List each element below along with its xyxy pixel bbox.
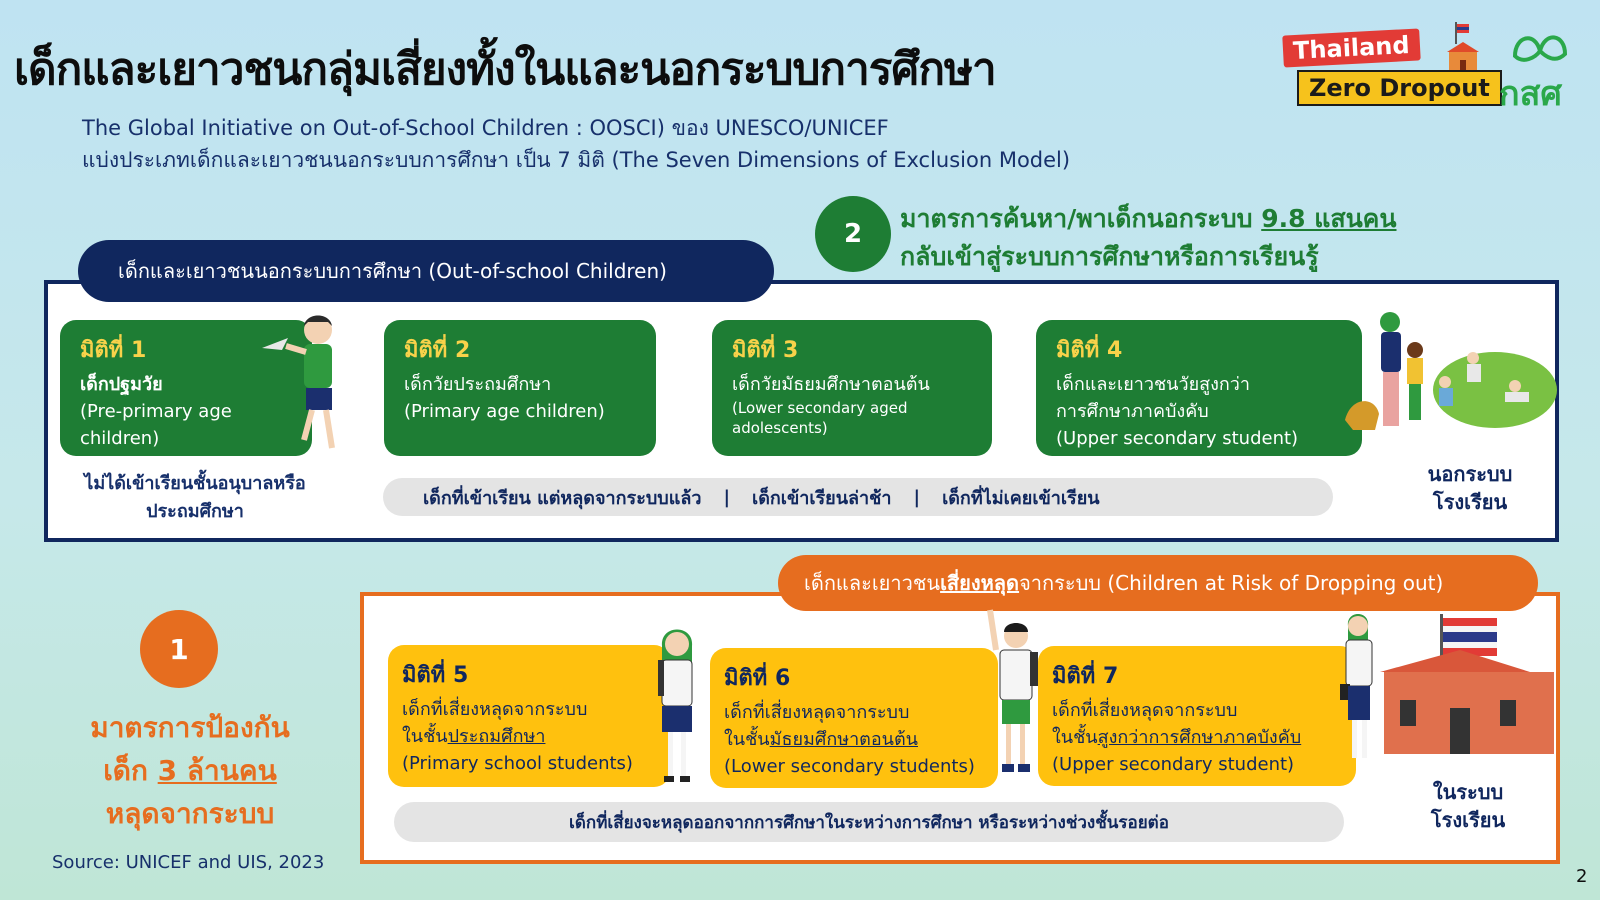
dimension-1-note: ไม่ได้เข้าเรียนชั้นอนุบาลหรือ ประถมศึกษา xyxy=(60,470,330,526)
outside-school-label: นอกระบบ โรงเรียน xyxy=(1405,460,1535,516)
dimension-6-line: ในชั้นมัธยมศึกษาตอนต้น xyxy=(724,726,984,753)
primary-student-illustration xyxy=(658,629,693,782)
category-never-enrolled: เด็กที่ไม่เคยเข้าเรียน xyxy=(942,487,1100,509)
dimension-5-level-prefix: ในชั้น xyxy=(402,726,448,747)
at-risk-label-suffix: จากระบบ (Children at Risk of Dropping ou… xyxy=(1019,571,1444,595)
kss-logo-text: กสศ xyxy=(1499,74,1562,114)
dimension-1-line: children) xyxy=(80,428,160,449)
at-risk-label: เด็กและเยาวชนเสี่ยงหลุดจากระบบ (Children… xyxy=(778,555,1538,611)
step-2-line-2: กลับเข้าสู่ระบบการศึกษาหรือการเรียนรู้ xyxy=(900,242,1319,271)
step-1-badge: 1 xyxy=(140,610,218,688)
dimension-6-line: (Lower secondary students) xyxy=(724,756,975,777)
dimension-3-line: (Lower secondary aged xyxy=(732,399,908,417)
step-1-line-2: เด็ก 3 ล้านคน xyxy=(40,749,340,792)
category-separator: | xyxy=(723,486,731,508)
leaf-logo-icon xyxy=(1512,35,1568,62)
family-outdoors-illustration xyxy=(1345,312,1557,430)
subtitle-line-1: The Global Initiative on Out-of-School C… xyxy=(82,116,889,140)
dimension-7-title: มิติที่ 7 xyxy=(1052,664,1119,689)
dimension-4-line: เด็กและเยาวชนวัยสูงกว่า xyxy=(1056,374,1251,395)
category-late-enrolment: เด็กเข้าเรียนล่าช้า xyxy=(752,487,892,509)
dimension-1-card: มิติที่ 1 เด็กปฐมวัย (Pre-primary age ch… xyxy=(60,320,312,456)
lower-secondary-student-illustration xyxy=(987,609,1038,772)
dimension-6-card: มิติที่ 6 เด็กที่เสี่ยงหลุดจากระบบ ในชั้… xyxy=(710,648,998,788)
dimension-5-line: (Primary school students) xyxy=(402,753,633,774)
dimension-4-title: มิติที่ 4 xyxy=(1056,338,1123,363)
inside-school-label: ในระบบ โรงเรียน xyxy=(1403,778,1533,834)
dimension-5-level: ประถมศึกษา xyxy=(447,726,546,747)
dimension-7-line: ในชั้นสูงกว่าการศึกษาภาคบังคับ xyxy=(1052,724,1342,751)
dimension-4-line: (Upper secondary student) xyxy=(1056,428,1299,449)
subtitle-line-2: แบ่งประเภทเด็กและเยาวชนนอกระบบการศึกษา เ… xyxy=(82,148,1071,172)
page-number: 2 xyxy=(1576,866,1588,887)
school-building-with-flag-illustration xyxy=(1340,614,1554,758)
dimension-2-title: มิติที่ 2 xyxy=(404,338,471,363)
school-icon xyxy=(1447,22,1479,70)
dimension-2-line: (Primary age children) xyxy=(404,401,605,422)
inside-school-line: โรงเรียน xyxy=(1430,808,1506,832)
step-1-text: มาตรการป้องกัน เด็ก 3 ล้านคน หลุดจากระบบ xyxy=(40,706,340,835)
dimension-5-line: ในชั้นประถมศึกษา xyxy=(402,723,656,750)
dimension-6-level-prefix: ในชั้น xyxy=(724,729,770,750)
dimension-1-line: (Pre-primary age xyxy=(80,401,232,422)
logo-text-zero-dropout: Zero Dropout xyxy=(1297,70,1502,106)
child-with-plane-illustration xyxy=(262,315,335,449)
at-risk-label-emphasis: เสี่ยงหลุด xyxy=(940,571,1020,595)
dimension-6-title: มิติที่ 6 xyxy=(724,666,791,691)
dimension-1-note-line: ไม่ได้เข้าเรียนชั้นอนุบาลหรือ xyxy=(84,473,306,494)
out-of-school-categories-bar: เด็กที่เข้าเรียน แต่หลุดจากระบบแล้ว | เด… xyxy=(383,478,1333,516)
dimension-7-line: เด็กที่เสี่ยงหลุดจากระบบ xyxy=(1052,700,1238,721)
dimension-3-card: มิติที่ 3 เด็กวัยมัธยมศึกษาตอนต้น (Lower… xyxy=(712,320,992,456)
dimension-7-level: สูงกว่าการศึกษาภาคบังคับ xyxy=(1097,727,1302,748)
dimension-6-line: เด็กที่เสี่ยงหลุดจากระบบ xyxy=(724,702,910,723)
category-separator: | xyxy=(913,486,921,508)
step-1-target-count: 3 ล้านคน xyxy=(157,754,277,787)
step-1-line-2-prefix: เด็ก xyxy=(103,754,158,787)
dimension-5-line: เด็กที่เสี่ยงหลุดจากระบบ xyxy=(402,699,588,720)
thailand-zero-dropout-logo: Thailand Zero Dropout xyxy=(1282,22,1502,108)
step-1-line-3: หลุดจากระบบ xyxy=(105,797,275,830)
dimension-5-card: มิติที่ 5 เด็กที่เสี่ยงหลุดจากระบบ ในชั้… xyxy=(388,645,670,787)
dimension-1-note-line: ประถมศึกษา xyxy=(146,501,244,522)
source-citation: Source: UNICEF and UIS, 2023 xyxy=(52,852,325,873)
dimension-7-card: มิติที่ 7 เด็กที่เสี่ยงหลุดจากระบบ ในชั้… xyxy=(1038,646,1356,786)
step-2-title: มาตรการค้นหา/พาเด็กนอกระบบ 9.8 แสนคน กลั… xyxy=(900,200,1397,276)
dimension-1-title: มิติที่ 1 xyxy=(80,338,147,363)
outside-school-line: โรงเรียน xyxy=(1432,490,1508,514)
at-risk-label-prefix: เด็กและเยาวชน xyxy=(804,571,941,595)
logo-text-thailand: Thailand xyxy=(1282,28,1421,68)
dimension-6-level: มัธยมศึกษาตอนต้น xyxy=(769,729,918,750)
out-of-school-label: เด็กและเยาวชนนอกระบบการศึกษา (Out-of-sch… xyxy=(78,240,774,302)
dimension-2-line: เด็กวัยประถมศึกษา xyxy=(404,374,552,395)
step-2-line-1: มาตรการค้นหา/พาเด็กนอกระบบ 9.8 แสนคน xyxy=(900,200,1397,238)
dimension-3-line: เด็กวัยมัธยมศึกษาตอนต้น xyxy=(732,374,930,395)
outside-school-line: นอกระบบ xyxy=(1427,462,1513,486)
dimension-3-title: มิติที่ 3 xyxy=(732,338,799,363)
page-title: เด็กและเยาวชนกลุ่มเสี่ยงทั้งในและนอกระบบ… xyxy=(14,44,997,95)
dimension-5-title: มิติที่ 5 xyxy=(402,663,469,688)
category-dropped-out: เด็กที่เข้าเรียน แต่หลุดจากระบบแล้ว xyxy=(423,487,702,509)
dimension-7-level-prefix: ในชั้น xyxy=(1052,727,1098,748)
dimension-4-card: มิติที่ 4 เด็กและเยาวชนวัยสูงกว่า การศึก… xyxy=(1036,320,1362,456)
dimension-3-line: adolescents) xyxy=(732,419,828,437)
step-2-target-count: 9.8 แสนคน xyxy=(1261,204,1397,233)
at-risk-description-bar: เด็กที่เสี่ยงจะหลุดออกจากการศึกษาในระหว่… xyxy=(394,802,1344,842)
dimension-2-card: มิติที่ 2 เด็กวัยประถมศึกษา (Primary age… xyxy=(384,320,656,456)
dimension-7-line: (Upper secondary student) xyxy=(1052,754,1295,775)
step-1-line-1: มาตรการป้องกัน xyxy=(90,711,290,744)
kss-logo: กสศ xyxy=(1495,26,1585,114)
inside-school-line: ในระบบ xyxy=(1432,780,1504,804)
step-2-badge: 2 xyxy=(815,196,891,272)
dimension-1-line: เด็กปฐมวัย xyxy=(80,374,163,395)
step-2-line-1-prefix: มาตรการค้นหา/พาเด็กนอกระบบ xyxy=(900,204,1262,233)
dimension-4-line: การศึกษาภาคบังคับ xyxy=(1056,401,1209,422)
